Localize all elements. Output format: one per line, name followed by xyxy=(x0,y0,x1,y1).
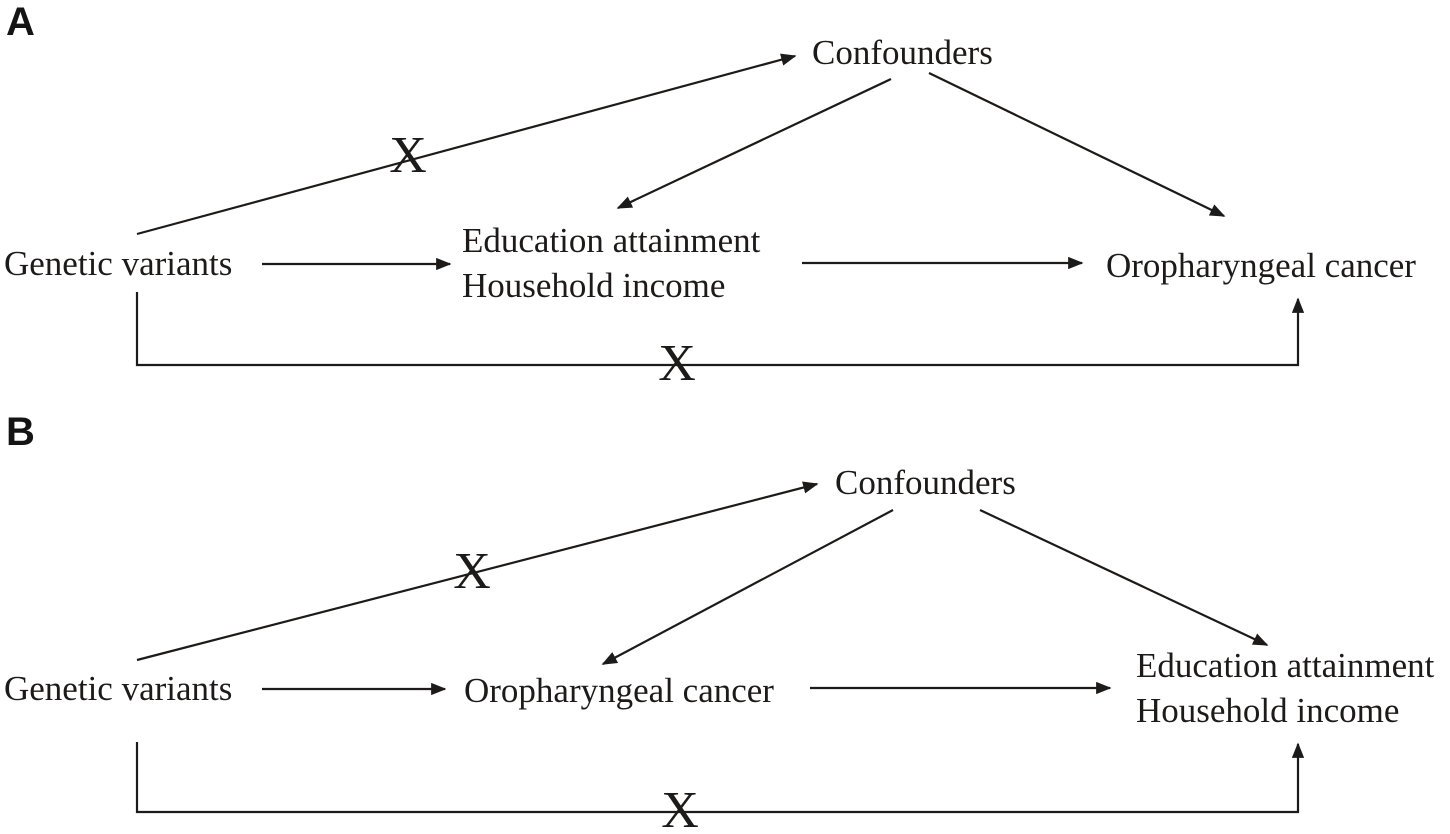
node-oropharyngeal-cancer-a-text: Oropharyngeal cancer xyxy=(1106,246,1416,285)
edge-b-confounders-to-ses xyxy=(979,509,1269,646)
node-oropharyngeal-cancer-b: Oropharyngeal cancer xyxy=(464,668,774,713)
node-household-income-b-text: Household income xyxy=(1136,691,1400,730)
edge-a-confounders-to-cancer xyxy=(928,72,1226,217)
edge-a-genetic-direct-to-cancer xyxy=(135,292,1305,367)
edge-b-genetic-to-confounders xyxy=(136,481,819,662)
edge-a-genetic-to-confounders xyxy=(136,53,797,236)
panel-a-label: A xyxy=(6,0,35,44)
node-household-income-a-text: Household income xyxy=(462,266,726,305)
x-mark-confounder-path-a: X xyxy=(389,126,427,184)
node-genetic-variants-a: Genetic variants xyxy=(4,241,232,286)
node-confounders-b-text: Confounders xyxy=(835,463,1016,502)
node-genetic-variants-a-text: Genetic variants xyxy=(4,244,233,283)
node-oropharyngeal-cancer-a: Oropharyngeal cancer xyxy=(1106,243,1416,288)
node-confounders-a-text: Confounders xyxy=(812,33,993,72)
node-oropharyngeal-cancer-b-text: Oropharyngeal cancer xyxy=(464,671,774,710)
panel-b-label: B xyxy=(6,410,35,454)
node-education-attainment-b-text: Education attainment xyxy=(1136,646,1435,685)
node-confounders-b: Confounders xyxy=(835,460,1016,505)
x-mark-direct-path-a: X xyxy=(658,334,696,392)
edge-b-confounders-to-cancer xyxy=(601,509,894,665)
node-education-attainment-a-text: Education attainment xyxy=(462,221,761,260)
x-mark-confounder-path-b: X xyxy=(453,542,491,600)
node-confounders-a: Confounders xyxy=(812,30,993,75)
edge-a-confounders-to-ses xyxy=(616,78,892,209)
edge-b-genetic-direct-to-ses xyxy=(135,742,1305,814)
node-education-income-a: Education attainment Household income xyxy=(462,218,760,308)
node-genetic-variants-b: Genetic variants xyxy=(4,666,232,711)
x-mark-direct-path-b: X xyxy=(661,781,699,834)
node-education-income-b: Education attainment Household income xyxy=(1136,643,1434,733)
node-genetic-variants-b-text: Genetic variants xyxy=(4,669,233,708)
